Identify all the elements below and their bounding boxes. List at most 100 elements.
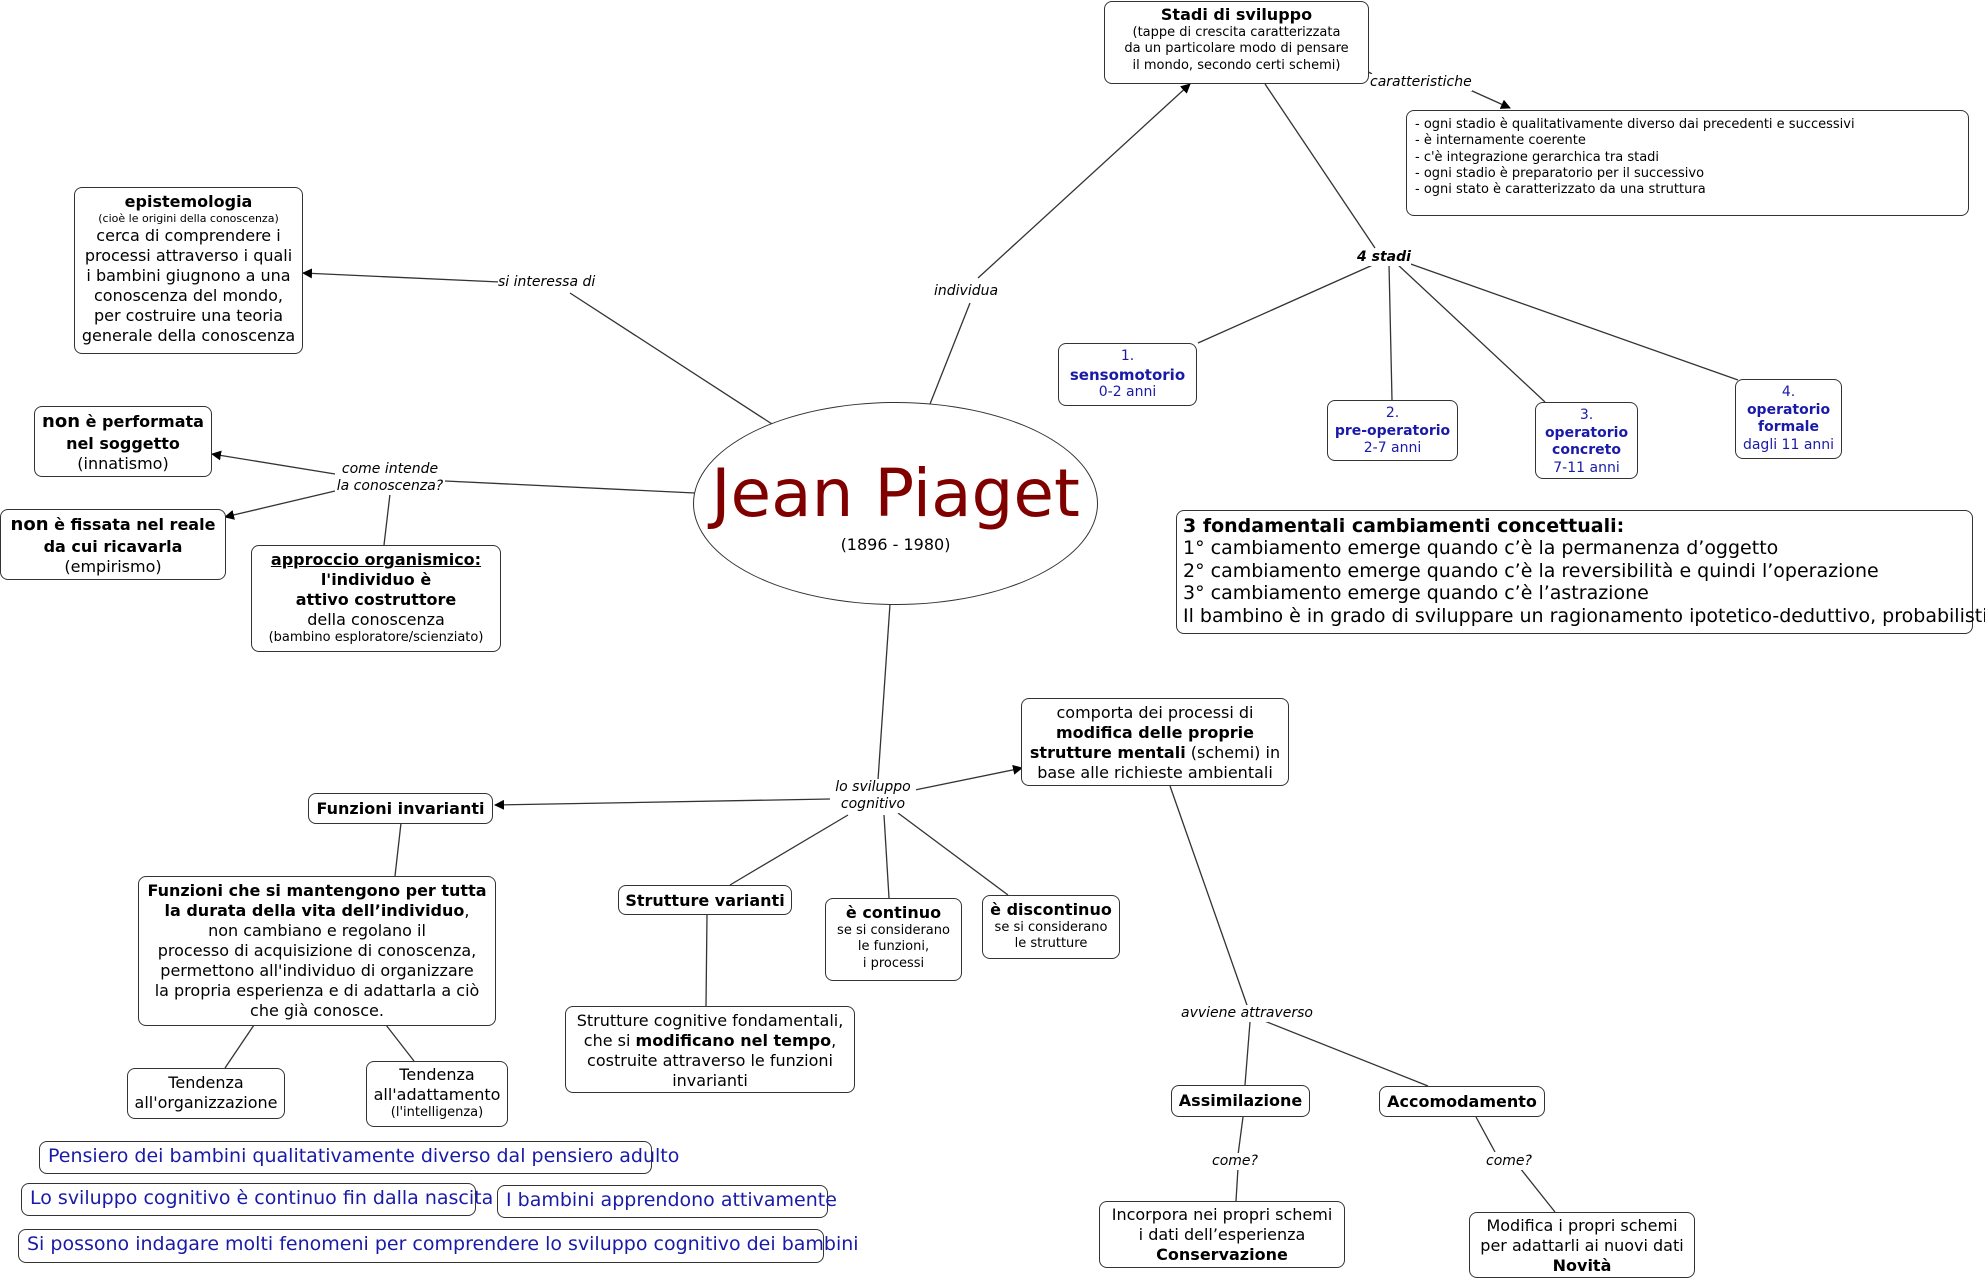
node-text-line: invarianti (672, 1071, 748, 1090)
node-modifica-strutture[interactable]: comporta dei processi di modifica delle … (1021, 698, 1289, 786)
node-text-line: permettono all'individuo di organizzare (160, 961, 474, 980)
stage-number: 1. (1120, 348, 1135, 364)
central-node-jean-piaget[interactable]: Jean Piaget (1896 - 1980) (693, 402, 1098, 605)
stage-age: 0-2 anni (1098, 384, 1157, 401)
node-text-line: 3° cambiamento emerge quando c’è l’astra… (1183, 582, 1649, 605)
node-epistemologia[interactable]: epistemologia (cioè le origini della con… (74, 187, 303, 354)
node-text-line: all'adattamento (373, 1085, 501, 1104)
node-tendenza-adattamento[interactable]: Tendenza all'adattamento (l'intelligenza… (366, 1061, 508, 1127)
node-text-line: della conoscenza (307, 610, 445, 629)
node-text-line: (l'intelligenza) (390, 1105, 484, 1120)
node-tendenza-organizzazione[interactable]: Tendenza all'organizzazione (127, 1068, 285, 1119)
node-text-line: che già conosce. (250, 1001, 384, 1020)
node-text: , (464, 901, 470, 920)
node-text-line: (innatismo) (77, 453, 169, 473)
stage-2-pre-operatorio[interactable]: 2. pre-operatorio 2-7 anni (1327, 400, 1458, 461)
node-text-line: Strutture cognitive fondamentali, (576, 1011, 844, 1030)
stage-age: 2-7 anni (1363, 440, 1422, 456)
node-text: la durata della vita dell’individuo (164, 901, 465, 920)
node-text-line: per costruire una teoria (93, 305, 284, 325)
link-label-line: cognitivo (840, 795, 906, 812)
node-text-line: generale della conoscenza (81, 325, 296, 345)
node-title: è discontinuo (990, 900, 1112, 919)
stage-number: 4. (1781, 384, 1796, 400)
node-text-line: Tendenza (399, 1065, 475, 1084)
stage-4-operatorio-formale[interactable]: 4. operatorio formale dagli 11 anni (1735, 379, 1842, 459)
node-text-line: i bambini giugnono a una (86, 265, 291, 285)
link-label-come-intende: come intende la conoscenza? (335, 461, 445, 495)
node-text-line: - ogni stadio è preparatorio per il succ… (1415, 165, 1705, 181)
node-text-line: comporta dei processi di (1056, 703, 1254, 722)
node-assimilazione-descrizione[interactable]: Incorpora nei propri schemi i dati dell’… (1099, 1201, 1345, 1268)
node-funzioni-invarianti[interactable]: Funzioni invarianti (308, 793, 493, 824)
node-text-line: se si considerano (837, 923, 950, 938)
node-title: Stadi di sviluppo (1160, 5, 1313, 24)
node-text-line: (tappe di crescita caratterizzata (1132, 25, 1341, 40)
node-text-line: i dati dell’esperienza (1138, 1225, 1306, 1244)
node-accomodamento-descrizione[interactable]: Modifica i propri schemi per adattarli a… (1469, 1212, 1695, 1278)
note-sviluppo-continuo[interactable]: Lo sviluppo cognitivo è continuo fin dal… (21, 1183, 493, 1216)
link-label-come-accom: come? (1486, 1153, 1532, 1170)
node-continuo[interactable]: è continuo se si considerano le funzioni… (825, 898, 962, 981)
stage-1-sensomotorio[interactable]: 1. sensomotorio 0-2 anni (1058, 343, 1197, 406)
stage-name: formale (1758, 419, 1819, 435)
stage-number: 3. (1579, 407, 1594, 423)
node-text-line: Novità (1552, 1256, 1612, 1275)
note-apprendono-attivamente[interactable]: I bambini apprendono attivamente (497, 1185, 837, 1218)
node-text-line: base alle richieste ambientali (1037, 763, 1273, 782)
node-text-line: Tendenza (168, 1073, 244, 1092)
node-bold-word: non (42, 411, 81, 432)
stage-3-operatorio-concreto[interactable]: 3. operatorio concreto 7-11 anni (1535, 402, 1638, 479)
node-discontinuo[interactable]: è discontinuo se si considerano le strut… (982, 895, 1120, 959)
stage-name: operatorio (1544, 424, 1629, 441)
stage-age: 7-11 anni (1553, 459, 1620, 476)
link-label-line: come intende (341, 461, 439, 477)
link-label-sviluppo: lo sviluppo cognitivo (830, 779, 916, 813)
stage-name: pre-operatorio (1334, 422, 1451, 439)
node-text-line: attivo costruttore (295, 590, 457, 609)
central-years: (1896 - 1980) (840, 535, 951, 554)
node-text-line: le strutture (1014, 936, 1088, 952)
node-text-line: conoscenza del mondo, (94, 285, 283, 305)
node-text: strutture mentali (1029, 743, 1186, 762)
node-text: è performata (80, 412, 204, 431)
node-stadi-di-sviluppo[interactable]: Stadi di sviluppo (tappe di crescita car… (1104, 1, 1369, 84)
stage-name: operatorio (1746, 401, 1831, 418)
note-pensiero-bambini[interactable]: Pensiero dei bambini qualitativamente di… (39, 1141, 679, 1174)
node-text-line: da un particolare modo di pensare (1124, 41, 1349, 57)
node-text-line: le funzioni, (857, 939, 930, 955)
node-bold-word: non (10, 514, 49, 535)
node-strutture-descrizione[interactable]: Strutture cognitive fondamentali, che si… (565, 1006, 855, 1093)
node-strutture-varianti[interactable]: Strutture varianti (618, 885, 792, 915)
node-assimilazione[interactable]: Assimilazione (1171, 1085, 1310, 1117)
node-text-line: la propria esperienza e di adattarla a c… (154, 981, 480, 1000)
node-title: è continuo (845, 903, 942, 922)
node-empirismo[interactable]: non è fissata nel reale da cui ricavarla… (0, 509, 226, 580)
node-funzioni-descrizione[interactable]: Funzioni che si mantengono per tutta la … (138, 876, 496, 1026)
node-text: , (831, 1031, 837, 1050)
node-text-line: non cambiano e regolano il (208, 921, 426, 940)
node-accomodamento[interactable]: Accomodamento (1379, 1086, 1545, 1117)
node-text: (schemi) in (1185, 743, 1281, 762)
node-caratteristiche[interactable]: - ogni stadio è qualitativamente diverso… (1406, 110, 1969, 216)
link-label-4-stadi: 4 stadi (1357, 249, 1411, 266)
note-indagare-fenomeni[interactable]: Si possono indagare molti fenomeni per c… (18, 1229, 859, 1263)
node-text-line: da cui ricavarla (43, 536, 183, 556)
node-text-line: (empirismo) (64, 556, 162, 576)
node-innatismo[interactable]: non è performata nel soggetto (innatismo… (34, 406, 212, 477)
node-text-line: Incorpora nei propri schemi (1111, 1205, 1333, 1224)
stage-number: 2. (1385, 405, 1400, 421)
node-cambiamenti-concettuali[interactable]: 3 fondamentali cambiamenti concettuali: … (1176, 510, 1985, 634)
node-text-line: nel soggetto (66, 433, 180, 453)
node-text: che si (583, 1031, 636, 1050)
link-label-avviene: avviene attraverso (1181, 1005, 1313, 1022)
node-title: 3 fondamentali cambiamenti concettuali: (1183, 515, 1625, 537)
node-text-line: l'individuo è (320, 570, 432, 589)
node-approccio-organismico[interactable]: approccio organismico: l'individuo è att… (251, 545, 501, 652)
node-text: modificano nel tempo (635, 1031, 832, 1050)
node-text-line: per adattarli ai nuovi dati (1480, 1236, 1684, 1255)
link-label-line: la conoscenza? (336, 477, 444, 494)
node-text-line: se si considerano (994, 920, 1108, 935)
central-title: Jean Piaget (711, 455, 1080, 532)
stage-age: dagli 11 anni (1742, 436, 1835, 453)
